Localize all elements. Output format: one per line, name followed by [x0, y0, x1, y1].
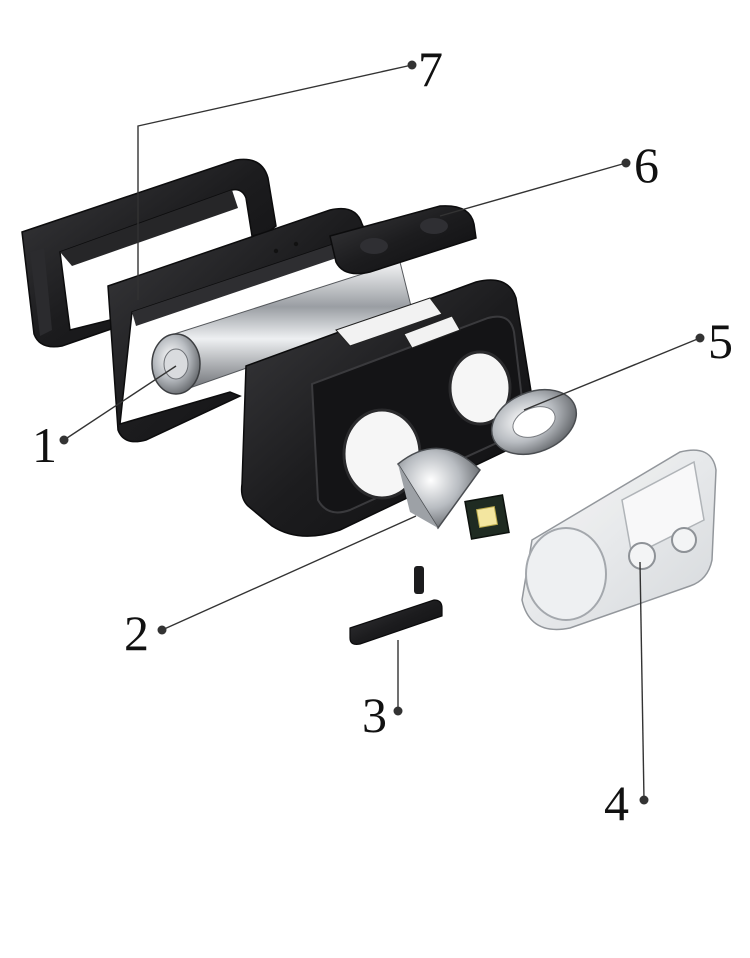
part-headband-bracket: [21, 158, 277, 348]
callout-4: 4: [604, 775, 629, 831]
dot-3: [393, 706, 403, 716]
part-rear-housing: [107, 207, 368, 443]
callout-3: 3: [362, 687, 387, 743]
part-large-reflector: [397, 447, 481, 530]
callout-numbers: 7 6 5 1 2 3 4: [32, 41, 733, 831]
callout-2: 2: [124, 605, 149, 661]
part-led-board: [464, 494, 510, 540]
leader-5: [523, 337, 701, 411]
leader-lines: [59, 60, 705, 805]
callout-6: 6: [634, 137, 659, 193]
leader-7: [137, 64, 413, 300]
dot-2: [157, 625, 167, 635]
callout-1: 1: [32, 417, 57, 473]
dot-6: [621, 158, 631, 168]
callout-7: 7: [418, 41, 443, 97]
dot-5: [695, 333, 705, 343]
leader-4: [639, 561, 645, 801]
part-button-cover: [329, 205, 477, 275]
callout-5: 5: [708, 313, 733, 369]
part-usb-cover: [349, 566, 443, 645]
leader-2: [161, 515, 417, 631]
part-small-reflector: [490, 388, 578, 456]
dot-1: [59, 435, 69, 445]
dot-4: [639, 795, 649, 805]
leader-1: [63, 365, 177, 441]
dot-7: [407, 60, 417, 70]
leader-6: [439, 162, 627, 217]
part-lens-cover: [521, 449, 717, 631]
